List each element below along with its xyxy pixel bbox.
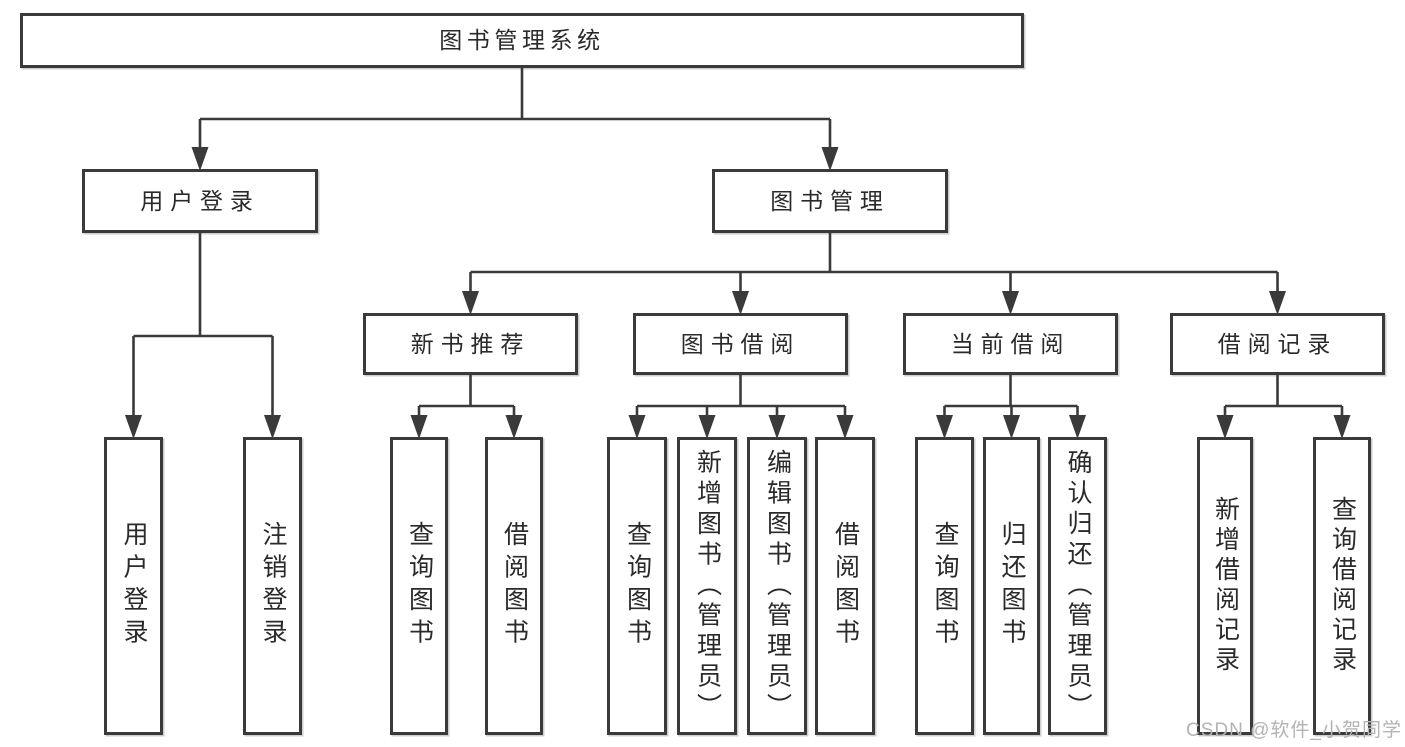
edge-arrowhead	[1269, 291, 1286, 315]
node-label: 借阅记录	[1217, 330, 1338, 357]
edge-arrowhead	[732, 291, 749, 315]
node-label: 借阅图书	[500, 521, 529, 651]
edge-arrowhead	[1333, 415, 1351, 439]
edge-arrowhead	[1216, 415, 1234, 439]
edge-arrowhead	[462, 291, 479, 315]
node-label: 图书管理系统	[439, 27, 605, 53]
node-leaf-bw-edit: 编辑图书（管理员）	[747, 437, 807, 735]
node-leaf-nb-borrow: 借阅图书	[485, 437, 543, 735]
edge-arrowhead	[628, 415, 646, 439]
node-newbook: 新书推荐	[363, 313, 578, 375]
node-label: 图书借阅	[680, 330, 801, 357]
node-label: 新书推荐	[410, 330, 531, 357]
node-root: 图书管理系统	[20, 13, 1024, 68]
watermark: CSDN @软件_小贺同学	[1186, 720, 1402, 741]
edge-arrowhead	[768, 415, 786, 439]
node-label: 当前借阅	[950, 330, 1071, 357]
node-label: 查询图书	[623, 521, 652, 651]
node-label: 新增借阅记录	[1211, 496, 1240, 676]
node-leaf-cur-query: 查询图书	[915, 437, 974, 735]
edge-arrowhead	[836, 415, 854, 439]
node-borrow: 图书借阅	[633, 313, 848, 375]
edge-arrowhead	[191, 147, 209, 171]
node-label: 借阅图书	[831, 521, 860, 651]
node-leaf-cur-return: 归还图书	[983, 437, 1040, 735]
node-label: 查询图书	[931, 521, 959, 651]
node-mgmt: 图书管理	[712, 169, 948, 233]
node-label: 图书管理	[770, 187, 890, 214]
edge-arrowhead	[505, 415, 523, 439]
edge-arrowhead	[125, 415, 142, 439]
node-leaf-bw-borrow: 借阅图书	[815, 437, 875, 735]
node-label: 编辑图书（管理员）	[763, 448, 792, 724]
node-leaf-bw-add: 新增图书（管理员）	[677, 437, 737, 735]
node-leaf-nb-query: 查询图书	[390, 437, 448, 735]
node-label: 新增图书（管理员）	[693, 448, 722, 724]
node-leaf-rec-add: 新增借阅记录	[1197, 437, 1253, 735]
edge-arrowhead	[1003, 415, 1020, 439]
node-leaf-cur-confirm: 确认归还（管理员）	[1048, 437, 1107, 735]
edge-arrowhead	[1069, 415, 1086, 439]
edge-arrowhead	[936, 415, 953, 439]
node-leaf-rec-query: 查询借阅记录	[1313, 437, 1371, 735]
node-label: 注销登录	[259, 521, 287, 651]
node-leaf-bw-query: 查询图书	[607, 437, 667, 735]
node-label: 查询借阅记录	[1328, 496, 1357, 676]
edge-arrowhead	[410, 415, 428, 439]
edge-arrowhead	[821, 147, 839, 171]
edge-arrowhead	[698, 415, 716, 439]
node-leaf-login: 用户登录	[104, 437, 163, 735]
node-login: 用户登录	[82, 169, 318, 233]
node-label: 归还图书	[998, 521, 1026, 651]
node-label: 用户登录	[140, 187, 260, 214]
node-current: 当前借阅	[903, 313, 1118, 375]
node-records: 借阅记录	[1170, 313, 1385, 375]
node-label: 用户登录	[120, 521, 148, 651]
node-label: 确认归还（管理员）	[1064, 448, 1092, 724]
edge-arrowhead	[264, 415, 281, 439]
node-leaf-logout: 注销登录	[243, 437, 302, 735]
node-label: 查询图书	[405, 521, 434, 651]
edge-arrowhead	[1002, 291, 1019, 315]
